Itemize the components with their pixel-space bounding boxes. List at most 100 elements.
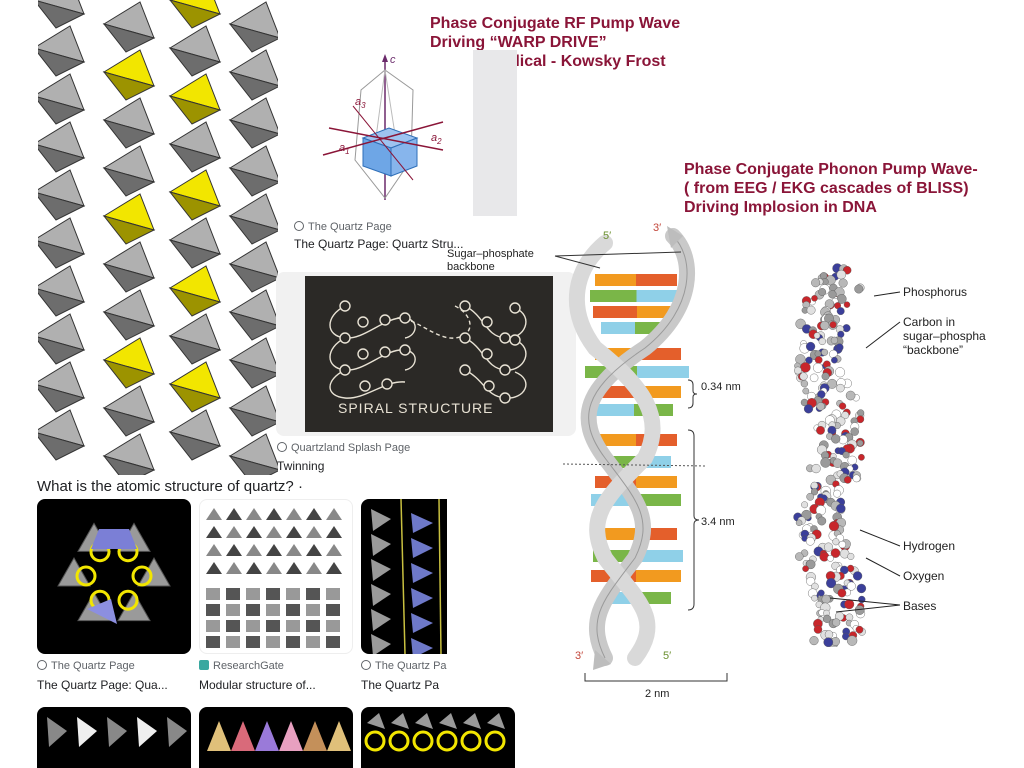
- atom-sphere: [843, 301, 851, 308]
- atom-sphere: [839, 402, 847, 410]
- result-3-source[interactable]: The Quartz Pa: [361, 660, 447, 672]
- colored-tetrahedron: [231, 721, 255, 751]
- module-block: [286, 588, 300, 600]
- crystal-axes-diagram: [293, 50, 517, 216]
- atom-sphere: [846, 581, 856, 591]
- tetrahedron: [167, 717, 187, 747]
- result-2-caption[interactable]: Modular structure of...: [199, 678, 316, 692]
- atom-sphere: [811, 295, 818, 302]
- crystal-result-caption[interactable]: The Quartz Page: Quartz Stru...: [294, 237, 464, 251]
- result-thumb-4[interactable]: [37, 707, 191, 768]
- spiral-structure-text: SPIRAL STRUCTURE: [338, 400, 494, 416]
- tetrahedron-face: [102, 23, 156, 53]
- spiral-node: [379, 346, 391, 358]
- spiral-node: [459, 332, 471, 344]
- tetrahedron: [246, 562, 262, 574]
- tetrahedron-face: [102, 263, 156, 293]
- tetrahedron-face: [38, 96, 86, 125]
- crystal-result-source[interactable]: The Quartz Page: [294, 221, 494, 233]
- atom-sphere: [856, 583, 867, 594]
- tetrahedron: [371, 534, 391, 556]
- module-block: [306, 636, 320, 648]
- rf-title-line-2: Driving “WARP DRIVE”: [430, 34, 607, 51]
- atom-sphere: [850, 427, 859, 436]
- spiral-node: [381, 378, 393, 390]
- result-3-caption[interactable]: The Quartz Pa: [361, 678, 440, 692]
- atom-sphere: [823, 542, 834, 552]
- tetrahedron-face: [168, 95, 222, 125]
- atom-sphere: [817, 516, 827, 526]
- base-pair-left: [601, 322, 635, 334]
- result-3-source-label: The Quartz Pa: [375, 660, 447, 672]
- atom-sphere: [831, 356, 838, 364]
- atom-sphere: [821, 348, 829, 356]
- atom-sphere: [846, 635, 858, 646]
- tetrahedron: [266, 562, 282, 574]
- tetrahedron-face: [168, 431, 222, 461]
- result-thumb-5[interactable]: [199, 707, 353, 768]
- module-block: [266, 588, 280, 600]
- atom-sphere: [818, 288, 827, 296]
- quartz-crystal-thumbnail[interactable]: c a1 a2 a3: [293, 50, 517, 216]
- module-block: [246, 620, 260, 632]
- spiral-node: [499, 364, 511, 376]
- atom-sphere: [826, 578, 837, 589]
- atom-sphere: [823, 614, 832, 623]
- result-thumb-1[interactable]: [37, 499, 191, 654]
- spiral-node: [357, 348, 369, 360]
- backbone-label: Sugar–phosphate backbone: [447, 248, 534, 273]
- tetrahedron-face: [102, 455, 156, 475]
- yellow-loop: [388, 730, 410, 752]
- atom-sphere: [842, 451, 850, 459]
- atom-sphere: [827, 555, 834, 562]
- tetrahedron-face: [228, 407, 278, 437]
- tetrahedron: [226, 508, 242, 520]
- oxygen-label: Oxygen: [903, 569, 945, 583]
- tetrahedron: [226, 526, 242, 538]
- search-question-heading[interactable]: What is the atomic structure of quartz? …: [37, 478, 303, 495]
- yellow-loop: [436, 730, 458, 752]
- result-thumb-3[interactable]: [361, 499, 447, 654]
- atom-sphere: [840, 565, 849, 575]
- phonon-title-line-1: Phase Conjugate Phonon Pump Wave-: [684, 161, 978, 178]
- axis-a2-label: a2: [431, 132, 442, 147]
- atom-sphere: [805, 559, 816, 570]
- quartz-tetrahedra-image: [38, 0, 278, 475]
- result-thumb-6[interactable]: [361, 707, 515, 768]
- phonon-title-line-3: Driving Implosion in DNA: [684, 199, 877, 216]
- result-1-caption[interactable]: The Quartz Page: Qua...: [37, 678, 168, 692]
- module-block: [206, 636, 220, 648]
- tetrahedron-face: [38, 288, 86, 317]
- atom-sphere: [795, 519, 803, 527]
- result-2-source[interactable]: ResearchGate: [199, 660, 349, 672]
- tetrahedron-face: [228, 455, 278, 475]
- spiral-node: [357, 316, 369, 328]
- globe-icon: [37, 660, 47, 670]
- result-1-source[interactable]: The Quartz Page: [37, 660, 187, 672]
- crystal-result-source-label: The Quartz Page: [308, 221, 392, 233]
- dna-atoms-svg: [793, 263, 867, 649]
- spiral-result-caption[interactable]: Twinning: [277, 459, 325, 473]
- atom-sphere: [802, 387, 810, 395]
- spiral-result-source[interactable]: Quartzland Splash Page: [277, 442, 477, 454]
- tetrahedron-face: [102, 215, 156, 245]
- atom-sphere: [833, 489, 841, 498]
- colored-tetrahedron: [279, 721, 303, 751]
- atom-sphere: [806, 305, 816, 315]
- tetrahedron: [286, 526, 302, 538]
- yellow-loop: [412, 730, 434, 752]
- base-pair-right: [638, 550, 683, 562]
- tetrahedron-face: [168, 239, 222, 269]
- tetrahedron: [371, 584, 391, 606]
- base-pair-right: [636, 274, 677, 286]
- modular-structure-image: [206, 508, 342, 648]
- module-block: [306, 588, 320, 600]
- spiral-structure-thumbnail[interactable]: SPIRAL STRUCTURE: [276, 272, 576, 436]
- atom-sphere: [795, 354, 806, 365]
- tetrahedron: [57, 556, 91, 587]
- yellow-loop: [131, 565, 153, 587]
- tetrahedron: [411, 638, 433, 654]
- result-thumb-2[interactable]: [199, 499, 353, 654]
- base-pair-right: [636, 476, 677, 488]
- module-block: [286, 636, 300, 648]
